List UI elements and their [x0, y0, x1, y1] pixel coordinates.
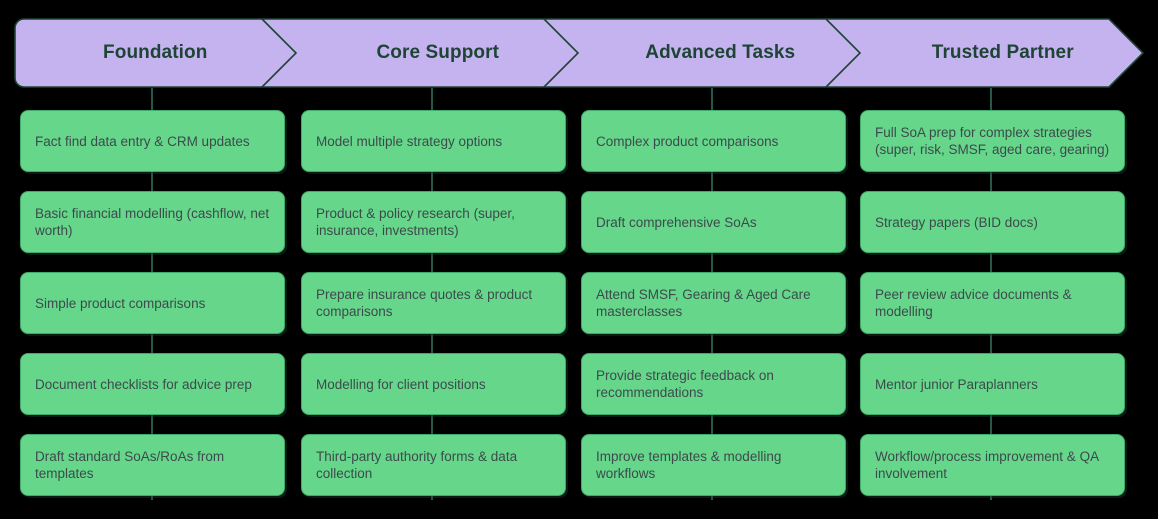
stage-header-1[interactable]: Core Support	[376, 42, 500, 63]
task-card-label: Document checklists for advice prep	[35, 376, 252, 392]
task-card[interactable]: Basic financial modelling (cashflow, net…	[20, 191, 285, 253]
stage-header-3[interactable]: Trusted Partner	[931, 42, 1074, 63]
task-card[interactable]: Improve templates & modelling workflows	[581, 434, 846, 496]
task-card-label: Third-party authority forms & data colle…	[316, 449, 518, 481]
task-card-label: Draft comprehensive SoAs	[596, 214, 757, 230]
task-card-label: Mentor junior Paraplanners	[875, 376, 1038, 392]
stage-chevron-shape	[14, 18, 1144, 88]
task-card-label: Prepare insurance quotes & product compa…	[316, 287, 533, 319]
task-card-label: Full SoA prep for complex strategies (su…	[875, 125, 1110, 157]
task-card-label: Workflow/process improvement & QA involv…	[875, 449, 1099, 481]
column-3: Full SoA prep for complex strategies (su…	[860, 110, 1129, 515]
task-card[interactable]: Mentor junior Paraplanners	[860, 353, 1125, 415]
task-card[interactable]: Model multiple strategy options	[301, 110, 566, 172]
task-card[interactable]: Simple product comparisons	[20, 272, 285, 334]
task-card[interactable]: Fact find data entry & CRM updates	[20, 110, 285, 172]
task-card-label: Modelling for client positions	[316, 376, 486, 392]
task-card-label: Fact find data entry & CRM updates	[35, 133, 250, 149]
task-card[interactable]: Complex product comparisons	[581, 110, 846, 172]
task-card[interactable]: Peer review advice documents & modelling	[860, 272, 1125, 334]
task-card-label: Basic financial modelling (cashflow, net…	[35, 206, 270, 238]
task-card[interactable]: Attend SMSF, Gearing & Aged Care masterc…	[581, 272, 846, 334]
task-card[interactable]: Draft comprehensive SoAs	[581, 191, 846, 253]
task-card-label: Model multiple strategy options	[316, 133, 503, 149]
task-card-label: Provide strategic feedback on recommenda…	[596, 368, 774, 400]
stage-header-2[interactable]: Advanced Tasks	[645, 42, 796, 63]
stage-label-row: Foundation Core Support Advanced Tasks Trus…	[14, 18, 1144, 88]
task-card-label: Attend SMSF, Gearing & Aged Care masterc…	[596, 287, 811, 319]
task-card[interactable]: Workflow/process improvement & QA involv…	[860, 434, 1125, 496]
task-card[interactable]: Modelling for client positions	[301, 353, 566, 415]
task-card-label: Simple product comparisons	[35, 295, 206, 311]
task-card-label: Peer review advice documents & modelling	[875, 287, 1072, 319]
stage-header-0[interactable]: Foundation	[103, 42, 208, 63]
task-card[interactable]: Prepare insurance quotes & product compa…	[301, 272, 566, 334]
task-card[interactable]: Third-party authority forms & data colle…	[301, 434, 566, 496]
task-card[interactable]: Full SoA prep for complex strategies (su…	[860, 110, 1125, 172]
task-card-label: Draft standard SoAs/RoAs from templates	[35, 449, 225, 481]
task-card[interactable]: Product & policy research (super, insura…	[301, 191, 566, 253]
task-card-label: Complex product comparisons	[596, 133, 779, 149]
task-card[interactable]: Document checklists for advice prep	[20, 353, 285, 415]
task-card[interactable]: Draft standard SoAs/RoAs from templates	[20, 434, 285, 496]
task-card-label: Strategy papers (BID docs)	[875, 214, 1038, 230]
stage-header-band: Foundation Core Support Advanced Tasks Trus…	[14, 18, 1144, 88]
task-card[interactable]: Provide strategic feedback on recommenda…	[581, 353, 846, 415]
task-card[interactable]: Strategy papers (BID docs)	[860, 191, 1125, 253]
task-card-label: Improve templates & modelling workflows	[596, 449, 782, 481]
task-card-label: Product & policy research (super, insura…	[316, 206, 515, 238]
